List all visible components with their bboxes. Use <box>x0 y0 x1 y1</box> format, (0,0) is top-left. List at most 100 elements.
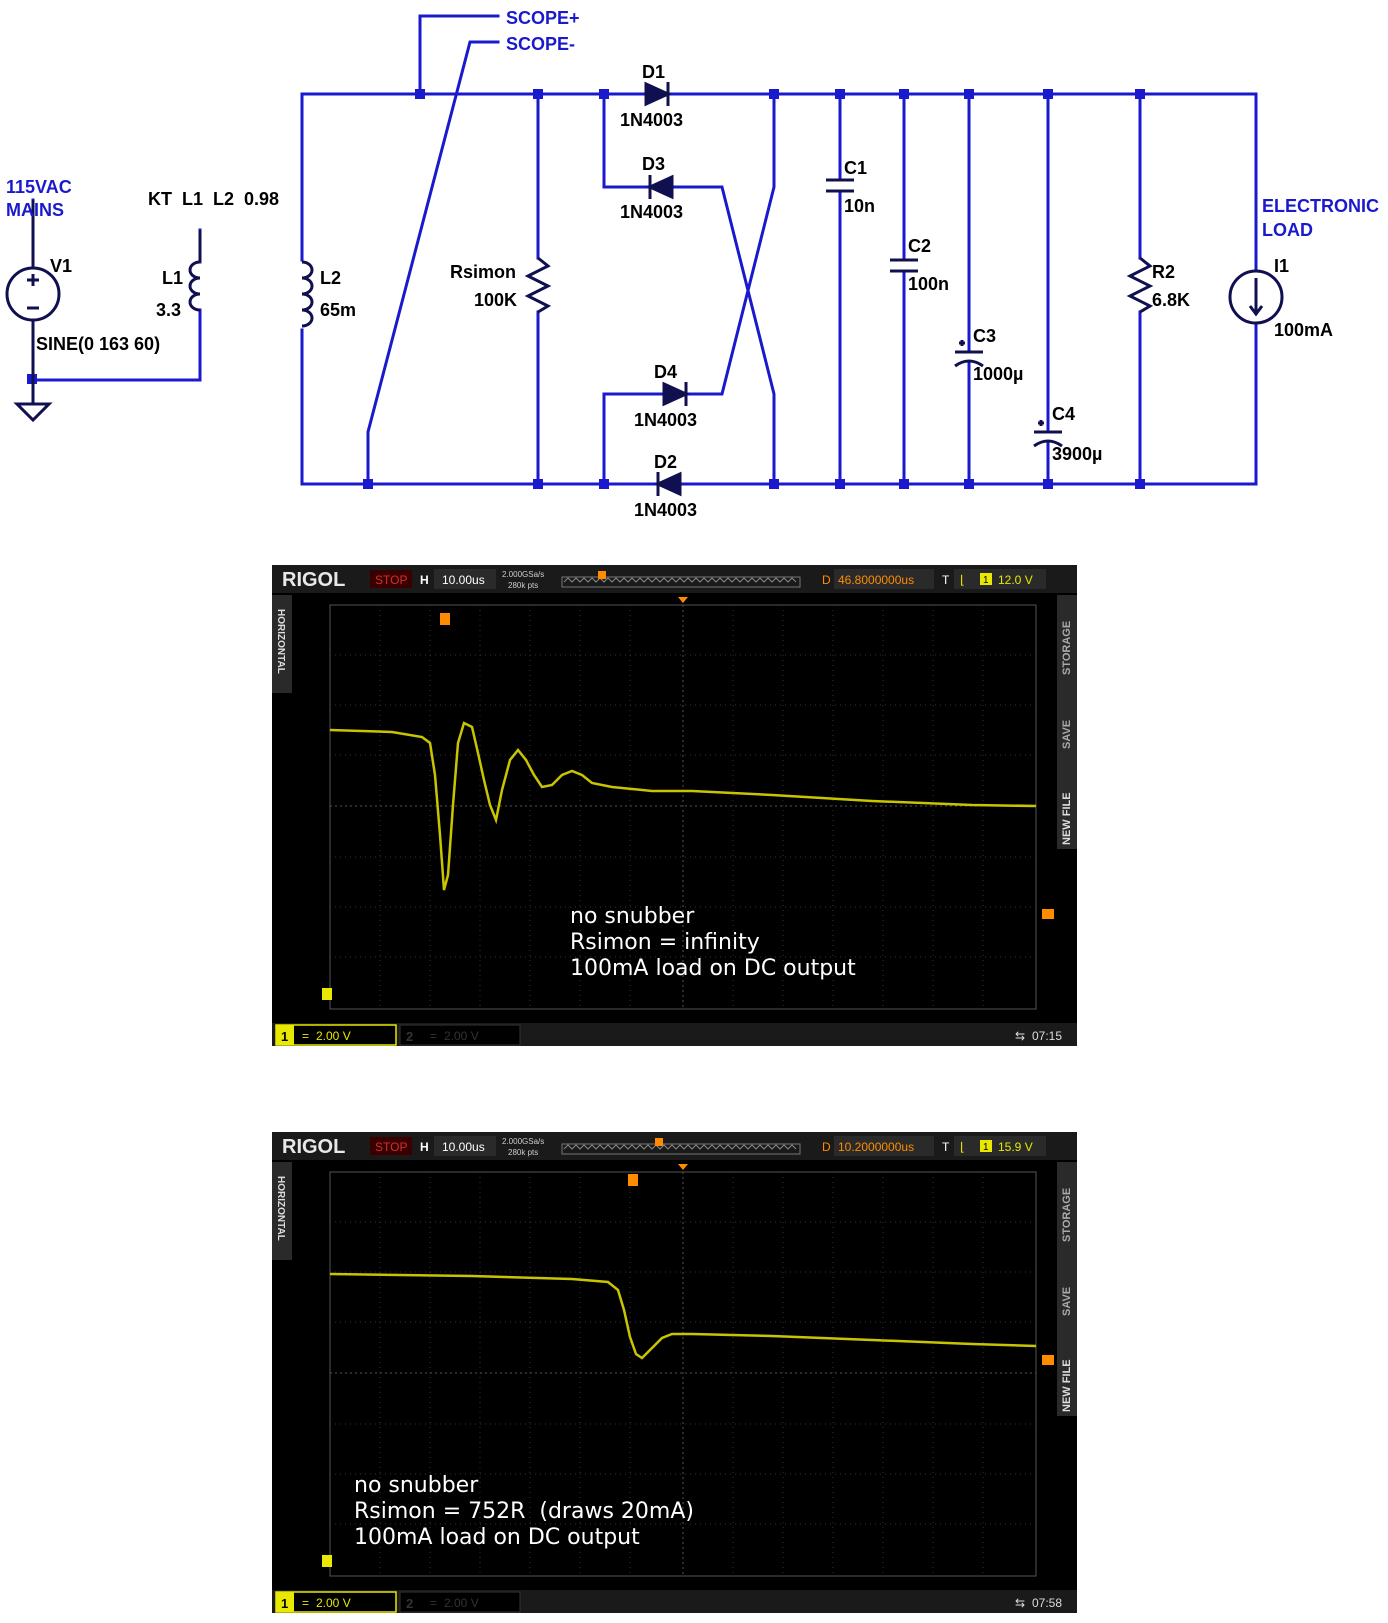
scope2-clock: 07:58 <box>1032 1596 1062 1610</box>
scope1-horizontal-tab[interactable]: HORIZONTAL <box>275 609 286 674</box>
scope-plus-label: SCOPE+ <box>506 8 580 28</box>
scope2-t-label: T <box>942 1140 950 1154</box>
r2-resistor-symbol <box>1126 256 1154 314</box>
l1-label: L1 <box>162 268 183 288</box>
l2-label: L2 <box>320 268 341 288</box>
scope1-timebase: 10.00us <box>442 573 485 587</box>
scope2-trigger-edge-icon: ⌊ <box>960 1140 965 1154</box>
scope1-t-label: T <box>942 573 950 587</box>
scope2-ch1-ground-marker <box>322 1555 332 1567</box>
scope1-usb-icon: ⇆ <box>1015 1029 1025 1043</box>
scope2-mem-depth: 280k pts <box>508 1148 538 1157</box>
scope1-ch2-button[interactable] <box>399 1024 521 1046</box>
scope2-waveform-trace <box>329 1272 1037 1360</box>
d3-diode-symbol <box>646 174 674 200</box>
scope1-note-line2: Rsimon = infinity <box>570 930 760 955</box>
c3-value: 1000µ <box>973 364 1023 384</box>
scope2-save-tab[interactable]: SAVE <box>1061 1287 1073 1316</box>
scope-minus-wire <box>366 40 500 486</box>
scope1-note-line1: no snubber <box>570 904 695 929</box>
scope2-note-line3: 100mA load on DC output <box>354 1525 640 1550</box>
c3-capacitor-symbol <box>954 340 984 368</box>
scope2-horizontal-tab[interactable]: HORIZONTAL <box>275 1176 286 1241</box>
scope2-ch1-number: 1 <box>281 1596 288 1611</box>
l2-inductor-symbol <box>301 260 314 328</box>
scope1-brand: RIGOL <box>282 569 345 591</box>
oscilloscope-screenshot-2: RIGOL STOP H 10.00us 2.000GSa/s 280k pts… <box>272 1132 1077 1613</box>
scope2-sample-rate: 2.000GSa/s <box>502 1137 544 1146</box>
d1-label: D1 <box>642 62 665 82</box>
scope2-note-line2: Rsimon = 752R (draws 20mA) <box>354 1499 694 1524</box>
mains-label-2: MAINS <box>6 200 64 220</box>
d3-label: D3 <box>642 154 665 174</box>
scope2-usb-icon: ⇆ <box>1015 1596 1025 1610</box>
c3-label: C3 <box>973 326 996 346</box>
scope1-waveform-trace <box>329 721 1037 891</box>
scope2-storage-tab[interactable]: STORAGE <box>1061 1188 1073 1242</box>
scope2-delay: 10.2000000us <box>838 1140 914 1154</box>
scope1-ch1-coupling-icon: = <box>302 1029 309 1043</box>
scope-minus-label: SCOPE- <box>506 34 575 54</box>
scope2-timebase: 10.00us <box>442 1140 485 1154</box>
d1-diode-symbol <box>644 81 672 107</box>
scope2-trigger-position-marker <box>628 1174 638 1186</box>
scope1-trigger-level: 12.0 V <box>998 573 1033 587</box>
c4-value: 3900µ <box>1052 444 1102 464</box>
coupling-directive: KT L1 L2 0.98 <box>148 189 279 209</box>
scope1-mem-depth: 280k pts <box>508 581 538 590</box>
c2-value: 100n <box>908 274 949 294</box>
scope1-trigger-position-marker <box>440 613 450 625</box>
scope1-newfile-tab[interactable]: NEW FILE <box>1061 792 1073 845</box>
scope2-ch2-number: 2 <box>406 1596 413 1611</box>
i1-current-source-symbol <box>1228 269 1284 325</box>
l1-value: 3.3 <box>156 300 181 320</box>
c4-capacitor-symbol <box>1033 420 1063 448</box>
d2-part: 1N4003 <box>634 500 697 520</box>
scope1-ch2-number: 2 <box>406 1029 413 1044</box>
d4-diode-symbol <box>662 381 690 407</box>
oscilloscope-screenshot-1: RIGOL STOP H 10.00us 2.000GSa/s 280k pts… <box>272 565 1077 1046</box>
scope1-trigger-level-marker <box>1042 909 1054 919</box>
scope2-h-label: H <box>420 1140 429 1154</box>
load-label-1: ELECTRONIC <box>1262 196 1379 216</box>
c4-label: C4 <box>1052 404 1075 424</box>
scope1-memory-bar <box>561 576 801 588</box>
mains-label-1: 115VAC <box>6 177 72 197</box>
scope1-ch2-scale: 2.00 V <box>444 1029 479 1043</box>
scope1-trigger-edge-icon: ⌊ <box>960 573 965 587</box>
l2-value: 65m <box>320 300 356 320</box>
v1-label: V1 <box>50 256 72 276</box>
c1-label: C1 <box>844 158 867 178</box>
d4-label: D4 <box>654 362 677 382</box>
scope1-clock: 07:15 <box>1032 1029 1062 1043</box>
d2-label: D2 <box>654 452 677 472</box>
scope2-ch2-coupling-icon: = <box>430 1596 437 1610</box>
i1-label: I1 <box>1274 256 1289 276</box>
i1-value: 100mA <box>1274 320 1333 340</box>
scope1-h-label: H <box>420 573 429 587</box>
l1-inductor-symbol <box>188 230 202 312</box>
scope2-ch1-coupling-icon: = <box>302 1596 309 1610</box>
r2-label: R2 <box>1152 262 1175 282</box>
scope2-ch2-button[interactable] <box>399 1591 521 1613</box>
scope1-ch1-number: 1 <box>281 1029 288 1044</box>
scope-plus-wire <box>418 14 500 96</box>
scope2-trigger-level-marker <box>1042 1355 1054 1365</box>
scope1-graticule <box>329 604 1037 1010</box>
d2-diode-symbol <box>654 471 682 497</box>
r2-value: 6.8K <box>1152 290 1190 310</box>
scope1-ch1-scale: 2.00 V <box>316 1029 351 1043</box>
scope2-trig-channel: 1 <box>983 1142 989 1153</box>
scope1-ch2-coupling-icon: = <box>430 1029 437 1043</box>
scope2-newfile-tab[interactable]: NEW FILE <box>1061 1359 1073 1412</box>
scope2-status: STOP <box>375 1140 407 1154</box>
scope1-save-tab[interactable]: SAVE <box>1061 720 1073 749</box>
scope2-ch2-scale: 2.00 V <box>444 1596 479 1610</box>
rsimon-label: Rsimon <box>450 262 516 282</box>
v1-value: SINE(0 163 60) <box>36 334 160 354</box>
scope1-storage-tab[interactable]: STORAGE <box>1061 621 1073 675</box>
load-label-2: LOAD <box>1262 220 1313 240</box>
d3-part: 1N4003 <box>620 202 683 222</box>
scope2-brand: RIGOL <box>282 1136 345 1158</box>
c2-capacitor-symbol <box>890 258 918 273</box>
